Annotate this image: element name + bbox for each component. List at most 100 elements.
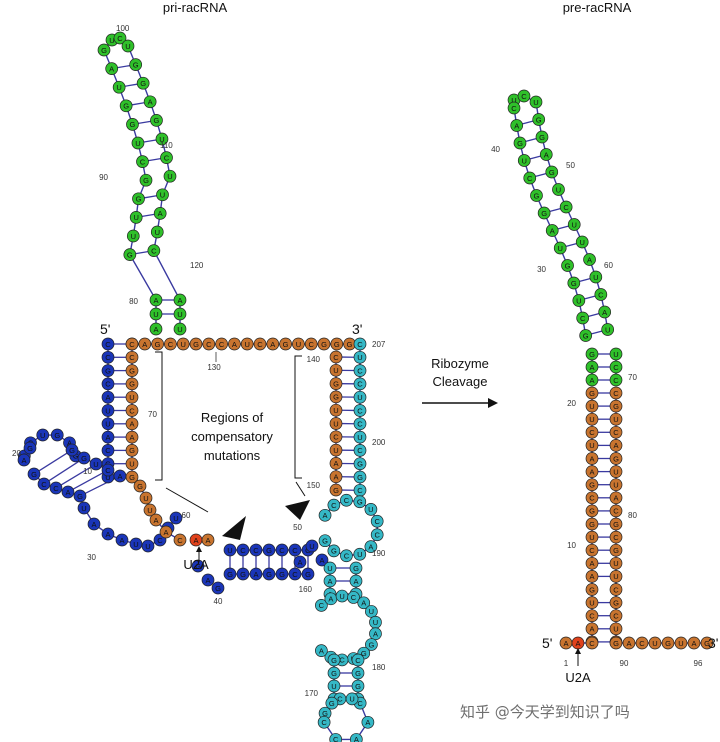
svg-text:A: A <box>626 639 631 648</box>
lower-stem-nt: U <box>305 539 319 553</box>
svg-text:U: U <box>333 419 338 428</box>
pre-brown-left-nt: U <box>585 439 599 452</box>
u2a-label-right: U2A <box>565 670 591 685</box>
svg-text:G: G <box>589 585 595 594</box>
pre-brown-right-nt: A <box>609 491 623 505</box>
blue-bulge-nt: G <box>73 489 87 503</box>
pre-green-nt: A <box>545 224 559 237</box>
pre-green-nt: C <box>559 200 573 214</box>
green-hairpin-nt: G <box>97 43 111 57</box>
svg-text:U: U <box>605 325 610 334</box>
cyan-loop3-nt: C <box>317 715 331 729</box>
blue-bulge-nt: U <box>36 428 50 442</box>
green-hairpin-nt: G <box>119 99 133 113</box>
bridge-nt: G <box>279 337 292 351</box>
position-number: 10 <box>83 467 92 476</box>
svg-text:G: G <box>77 492 83 501</box>
svg-text:U: U <box>589 533 594 542</box>
svg-text:C: C <box>164 153 170 162</box>
svg-text:C: C <box>374 531 380 540</box>
pre-green-nt: C <box>576 311 590 325</box>
svg-text:A: A <box>589 376 594 385</box>
pre-green-nt: A <box>583 253 596 266</box>
svg-text:U: U <box>81 504 86 513</box>
lower-stem-bottom-nt: G <box>262 567 276 581</box>
svg-text:C: C <box>613 533 619 542</box>
pre-5p-nt: A <box>559 636 573 650</box>
svg-text:U: U <box>613 625 618 634</box>
pre-green-nt: G <box>561 259 574 272</box>
svg-text:G: G <box>130 120 136 129</box>
right-stem-cyan-nt: U <box>353 350 367 364</box>
left-bracket-pointer <box>165 487 209 513</box>
svg-text:U: U <box>368 505 373 514</box>
cleavage-arrowhead-right <box>285 500 310 520</box>
svg-text:A: A <box>589 454 594 463</box>
left-stem-5p-nt: U <box>101 404 115 417</box>
pre-brown-right-nt: C <box>609 386 623 400</box>
svg-text:A: A <box>91 520 96 529</box>
svg-text:G: G <box>54 431 60 440</box>
svg-text:C: C <box>589 639 595 648</box>
svg-text:U: U <box>105 420 110 429</box>
pre-brown-right-nt: U <box>609 556 623 570</box>
svg-text:U: U <box>511 96 516 105</box>
svg-text:C: C <box>613 363 619 372</box>
svg-text:C: C <box>351 593 357 602</box>
svg-text:G: G <box>333 486 339 495</box>
svg-text:C: C <box>319 601 325 610</box>
cyan-loop2-nt: G <box>365 638 378 651</box>
svg-text:C: C <box>357 406 363 415</box>
lower-stem-top-nt: C <box>249 543 263 557</box>
svg-text:G: G <box>539 133 545 142</box>
watermark: 知乎 @今天学到知识了吗 <box>460 703 630 721</box>
pre-tail-nt: G <box>661 636 675 650</box>
svg-text:A: A <box>589 363 594 372</box>
svg-text:C: C <box>357 340 363 349</box>
svg-text:A: A <box>142 340 147 349</box>
base-pair-bond <box>72 472 104 490</box>
svg-text:G: G <box>137 482 143 491</box>
svg-text:C: C <box>589 428 595 437</box>
pre-tail-nt: G <box>700 636 714 650</box>
svg-text:A: A <box>297 558 302 567</box>
svg-text:C: C <box>613 507 619 516</box>
svg-text:C: C <box>240 546 246 555</box>
svg-text:G: G <box>613 598 619 607</box>
svg-text:A: A <box>589 559 594 568</box>
position-number: 80 <box>628 511 637 520</box>
brown-link-nt: C <box>173 533 187 547</box>
base-pair-bond <box>141 213 155 218</box>
blue-bulge-nt: G <box>50 428 64 442</box>
svg-text:U: U <box>160 191 165 200</box>
cyan-loop1-nt: C <box>340 493 353 507</box>
svg-text:C: C <box>105 466 111 475</box>
right-stem-cyan-nt: C <box>353 364 367 377</box>
left-stem-3p-nt: G <box>125 444 139 457</box>
pre-tail-nt: U <box>648 636 662 650</box>
base-pair-bond <box>549 207 561 213</box>
bridge-nt: C <box>164 337 177 351</box>
svg-text:A: A <box>129 433 134 442</box>
svg-text:U: U <box>129 460 134 469</box>
svg-text:U: U <box>153 310 158 319</box>
base-pair-bond <box>143 139 157 143</box>
green-hairpin-nt: A <box>153 207 167 220</box>
pre-brown-left-nt: A <box>585 465 599 478</box>
svg-text:G: G <box>27 444 33 453</box>
pre-brown-right-nt: U <box>609 622 623 636</box>
svg-text:U: U <box>613 481 618 490</box>
pre-tail-nt: G <box>609 636 623 650</box>
svg-text:A: A <box>148 98 153 107</box>
pre-green-nt: C <box>609 373 623 387</box>
right-stem-brown-nt: G <box>329 390 343 404</box>
regions-label-line1: Regions of <box>201 410 264 425</box>
cyan-loop1-nt: G <box>327 544 341 558</box>
svg-text:A: A <box>361 599 366 608</box>
cyan-loop2-nt: C <box>347 591 360 604</box>
cyan-loop2-nt: A <box>324 592 338 606</box>
blue-bulge-nt: C <box>37 477 51 491</box>
svg-text:A: A <box>153 516 158 525</box>
svg-text:G: G <box>589 507 595 516</box>
svg-text:G: G <box>347 340 353 349</box>
